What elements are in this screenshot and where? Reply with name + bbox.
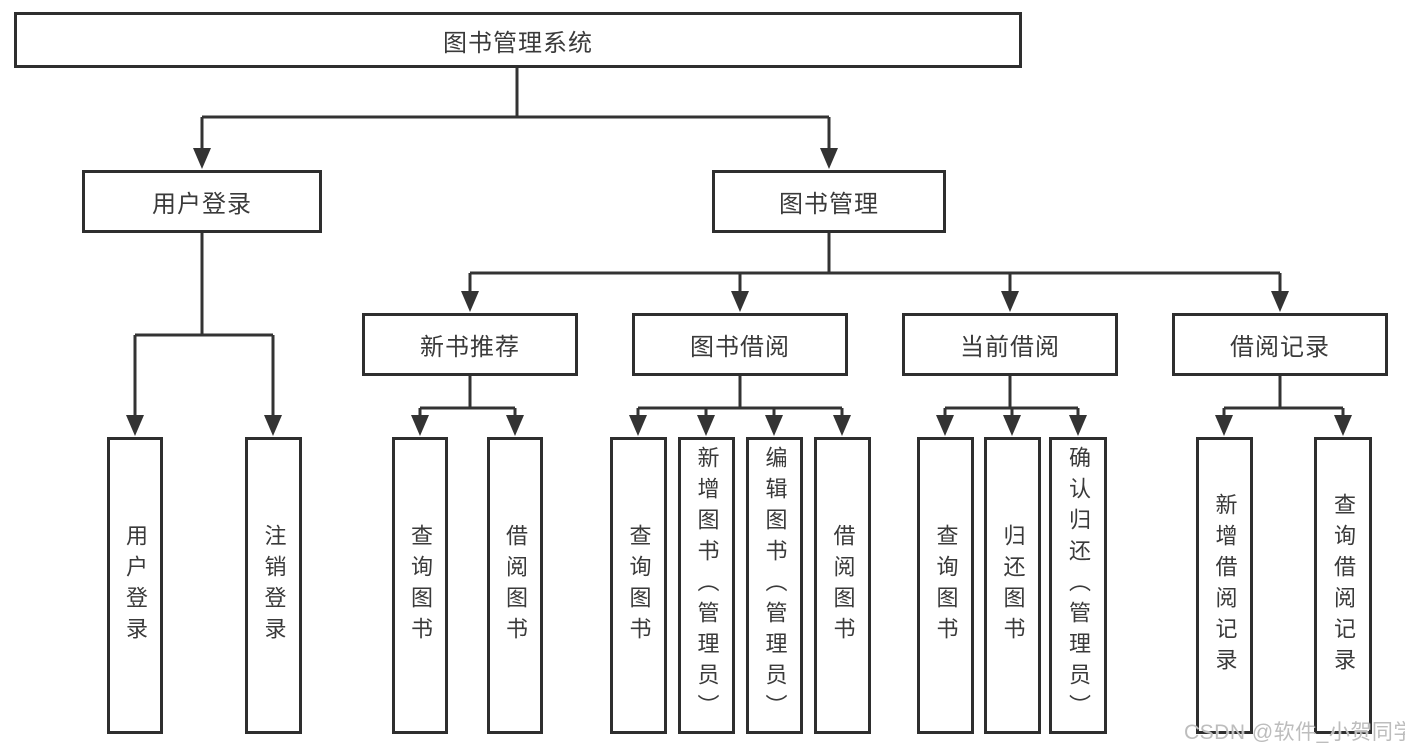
leaf-edit-book-admin: 编辑图书（管理员）: [746, 437, 803, 734]
node-label: 图书管理系统: [443, 29, 593, 57]
node-book-borrow: 图书借阅: [632, 313, 848, 376]
node-label: 查询图书: [408, 523, 433, 648]
node-label: 新书推荐: [420, 334, 520, 361]
connector-path: [133, 68, 1345, 417]
node-label: 编辑图书（管理员）: [762, 446, 788, 725]
leaf-return-book: 归还图书: [984, 437, 1041, 734]
node-borrow-records: 借阅记录: [1172, 313, 1388, 376]
leaf-borrow-books-recommend: 借阅图书: [487, 437, 543, 734]
leaf-query-books-borrow: 查询图书: [610, 437, 667, 734]
node-label: 新增借阅记录: [1212, 492, 1238, 679]
node-label: 借阅图书: [503, 523, 528, 648]
node-label: 当前借阅: [960, 334, 1060, 361]
node-label: 图书借阅: [690, 334, 790, 361]
node-label: 查询借阅记录: [1331, 492, 1356, 679]
node-library-system: 图书管理系统: [14, 12, 1022, 68]
leaf-confirm-return-admin: 确认归还（管理员）: [1049, 437, 1107, 734]
leaf-user-login: 用户登录: [107, 437, 163, 734]
node-label: 借阅图书: [830, 523, 856, 648]
leaf-add-book-admin: 新增图书（管理员）: [678, 437, 735, 734]
node-label: 确认归还（管理员）: [1066, 446, 1091, 725]
node-label: 查询图书: [626, 523, 652, 648]
leaf-query-borrow-record: 查询借阅记录: [1314, 437, 1372, 734]
node-user-login: 用户登录: [82, 170, 322, 233]
node-label: 查询图书: [933, 523, 959, 648]
node-label: 借阅记录: [1230, 334, 1330, 361]
leaf-query-books-recommend: 查询图书: [392, 437, 448, 734]
arrowheads: [126, 148, 1352, 436]
node-book-management: 图书管理: [712, 170, 946, 233]
node-label: 归还图书: [1000, 523, 1026, 648]
node-label: 图书管理: [779, 191, 879, 218]
leaf-add-borrow-record: 新增借阅记录: [1196, 437, 1253, 734]
leaf-query-books-current: 查询图书: [917, 437, 974, 734]
node-label: 用户登录: [123, 523, 148, 648]
leaf-logout: 注销登录: [245, 437, 302, 734]
leaf-borrow-books: 借阅图书: [814, 437, 871, 734]
csdn-watermark: CSDN @软件_小贺同学: [1184, 721, 1405, 744]
node-label: 用户登录: [152, 191, 252, 218]
node-current-borrow: 当前借阅: [902, 313, 1118, 376]
node-label: 注销登录: [261, 523, 287, 648]
node-new-book-recommend: 新书推荐: [362, 313, 578, 376]
node-label: 新增图书（管理员）: [694, 446, 720, 725]
